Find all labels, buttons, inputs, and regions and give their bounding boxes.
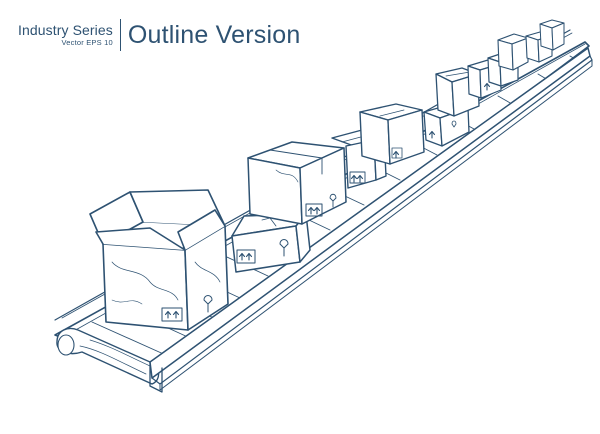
header: Industry Series Vector EPS 10 Outline Ve…: [18, 18, 300, 52]
box-3: [247, 141, 347, 225]
series-label: Industry Series: [18, 21, 113, 38]
box-10: [497, 33, 529, 71]
box-5: [359, 103, 425, 165]
open-box: [89, 189, 229, 331]
series-block: Industry Series Vector EPS 10: [18, 19, 121, 51]
page-title: Outline Version: [127, 21, 301, 49]
format-label: Vector EPS 10: [61, 37, 113, 47]
box-12: [539, 19, 565, 51]
